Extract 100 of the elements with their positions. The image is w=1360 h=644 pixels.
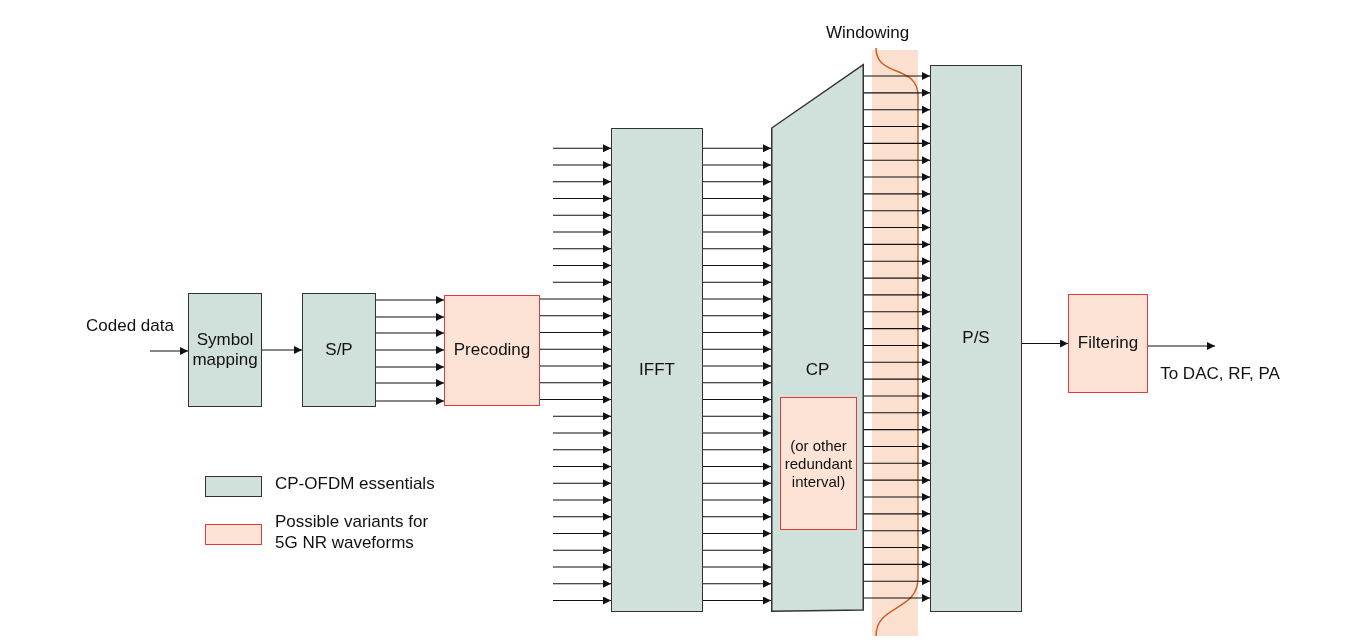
arrow — [552, 278, 612, 287]
arrow — [863, 223, 931, 232]
arrow — [702, 546, 772, 555]
arrow — [702, 328, 772, 337]
arrow — [863, 72, 931, 80]
arrow — [863, 442, 931, 451]
process-box: Symbol mapping — [188, 293, 262, 407]
arrow — [552, 596, 612, 605]
arrow — [1147, 342, 1216, 350]
arrow — [375, 313, 445, 321]
arrow — [375, 379, 445, 387]
arrow — [702, 311, 772, 320]
arrow — [702, 244, 772, 253]
process-box: (or other redundant interval) — [780, 397, 857, 530]
arrow — [552, 462, 612, 471]
legend-label: Possible variants for 5G NR waveforms — [275, 511, 430, 554]
arrow — [702, 144, 772, 153]
arrow — [552, 412, 612, 421]
arrow — [539, 362, 612, 371]
arrow — [375, 329, 445, 337]
arrow — [863, 105, 931, 114]
arrow — [863, 240, 931, 249]
process-box: Precoding — [444, 295, 540, 406]
arrow — [702, 395, 772, 404]
arrow — [539, 295, 612, 304]
arrow — [863, 594, 931, 603]
arrow — [863, 156, 931, 165]
arrow — [552, 496, 612, 505]
arrow — [863, 189, 931, 198]
arrow — [552, 194, 612, 203]
arrow — [702, 479, 772, 488]
arrow — [863, 408, 931, 417]
arrow — [863, 274, 931, 283]
arrow — [863, 543, 931, 552]
signal-label: Coded data — [84, 316, 176, 351]
arrow — [863, 391, 931, 400]
arrow — [702, 445, 772, 454]
process-box: S/P — [302, 293, 376, 407]
arrow — [702, 211, 772, 220]
arrow — [863, 577, 931, 586]
arrow — [863, 139, 931, 148]
arrow — [552, 563, 612, 572]
arrow — [702, 596, 772, 605]
arrow — [539, 378, 612, 387]
arrow — [552, 244, 612, 253]
arrow — [702, 345, 772, 354]
arrow — [261, 346, 303, 354]
band-label: Windowing — [826, 22, 910, 44]
arrow — [552, 228, 612, 237]
arrow — [863, 375, 931, 384]
arrow — [863, 476, 931, 485]
arrow — [552, 429, 612, 438]
arrow — [863, 425, 931, 434]
arrow — [552, 512, 612, 521]
arrow — [552, 211, 612, 220]
arrow — [702, 194, 772, 203]
arrow — [702, 295, 772, 304]
arrow — [702, 496, 772, 505]
arrow — [863, 206, 931, 215]
arrow — [539, 345, 612, 354]
arrow — [552, 261, 612, 270]
arrow — [702, 261, 772, 270]
arrow — [1021, 339, 1069, 348]
process-box: P/S — [930, 65, 1022, 612]
arrow — [702, 378, 772, 387]
arrow — [539, 328, 612, 337]
arrow — [863, 341, 931, 350]
arrow — [863, 560, 931, 569]
arrow — [149, 347, 189, 355]
arrow — [552, 529, 612, 538]
arrow — [863, 509, 931, 518]
arrow — [539, 311, 612, 320]
arrow — [702, 278, 772, 287]
process-box: Filtering — [1068, 294, 1148, 393]
arrow — [863, 257, 931, 266]
arrow — [702, 579, 772, 588]
arrow — [863, 324, 931, 333]
arrow — [702, 228, 772, 237]
arrow — [552, 161, 612, 170]
arrow — [702, 563, 772, 572]
arrow — [552, 479, 612, 488]
arrow — [702, 362, 772, 371]
arrow — [702, 462, 772, 471]
process-box: IFFT — [611, 128, 703, 612]
arrow — [863, 173, 931, 182]
arrow — [375, 346, 445, 354]
arrow — [863, 122, 931, 131]
arrow — [702, 412, 772, 421]
arrow — [863, 88, 931, 97]
arrow — [863, 526, 931, 535]
arrow — [863, 307, 931, 316]
arrow — [552, 546, 612, 555]
arrow — [863, 358, 931, 367]
arrow — [702, 512, 772, 521]
arrow — [375, 296, 445, 304]
arrow — [552, 144, 612, 153]
arrow — [375, 363, 445, 371]
arrow — [863, 459, 931, 468]
legend-label: CP-OFDM essentials — [275, 473, 435, 495]
arrow — [702, 529, 772, 538]
